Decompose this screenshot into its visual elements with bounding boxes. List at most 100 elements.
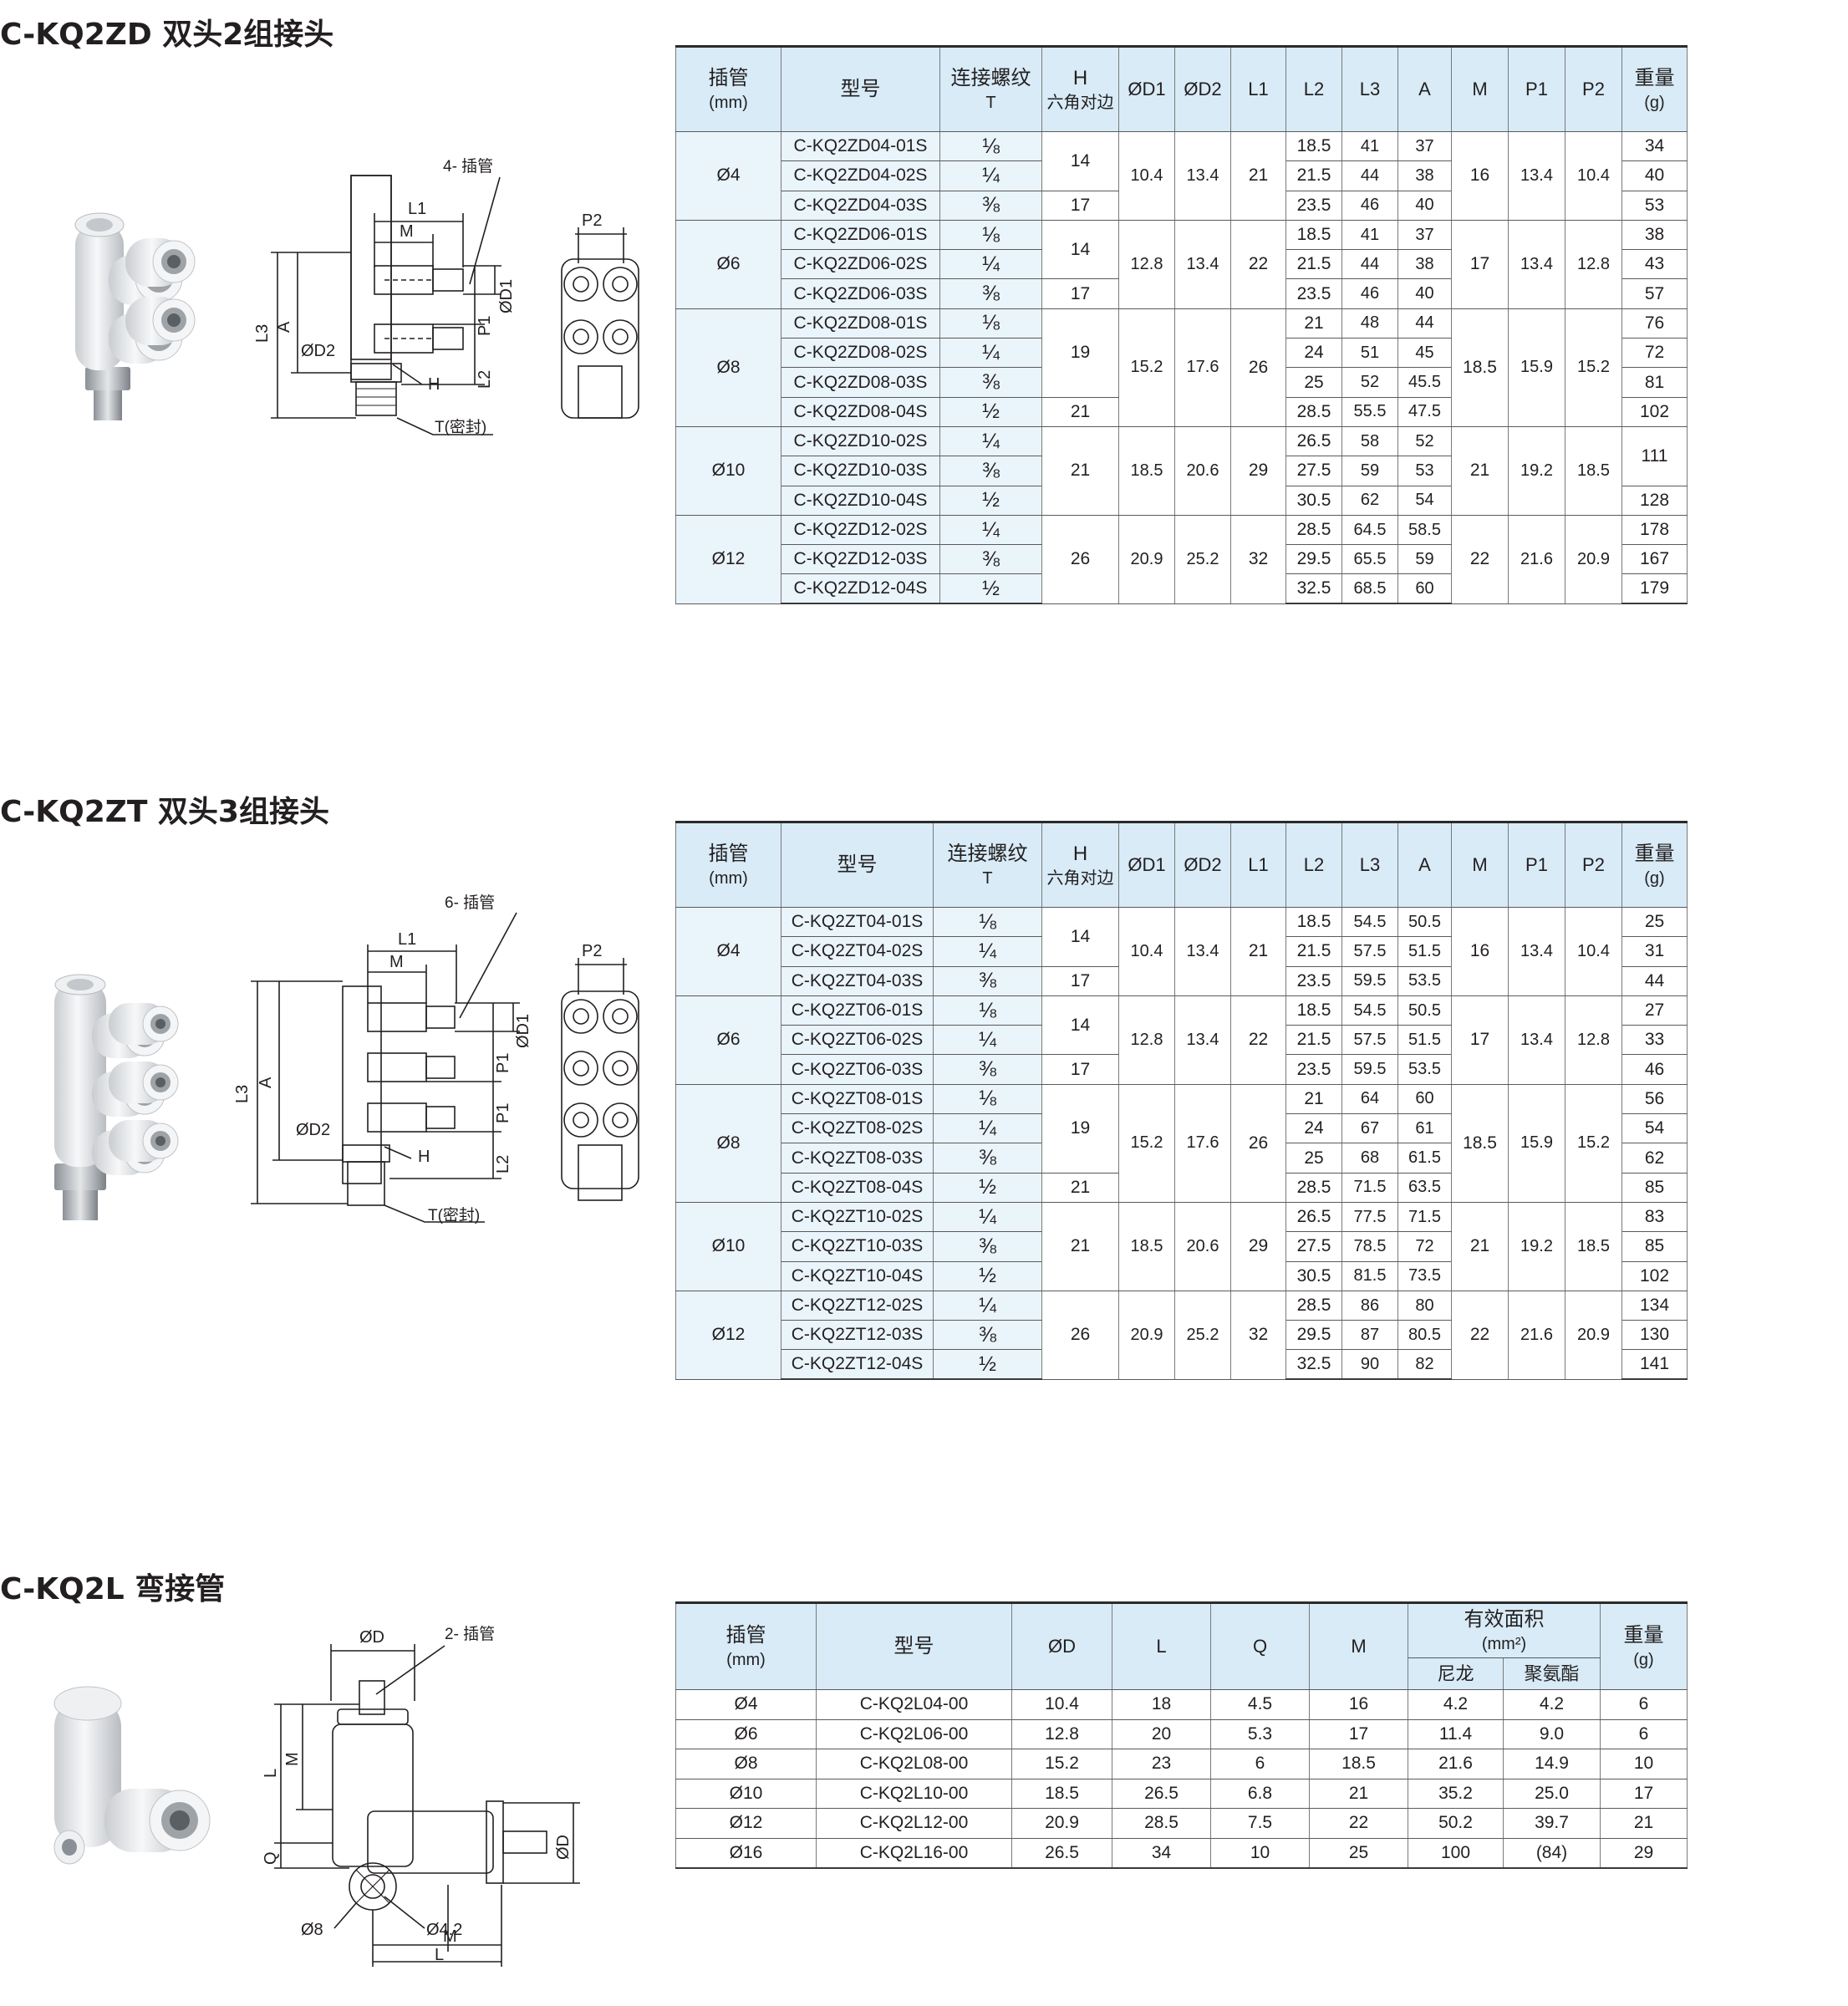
cell-p1: 13.4 (1508, 131, 1565, 221)
section-title-kq2l: C-KQ2L 弯接管 (0, 1572, 226, 1606)
cell-l2: 25 (1285, 1143, 1342, 1174)
cell-d1: 12.8 (1118, 995, 1175, 1085)
cell-nylon: 4.2 (1408, 1689, 1504, 1720)
cell-model: C-KQ2ZD10-03S (781, 456, 940, 486)
cell-tube: Ø6 (675, 219, 781, 309)
cell-l2: 21 (1285, 308, 1342, 339)
cell-l3: 81.5 (1341, 1260, 1398, 1291)
label-od2: ØD2 (296, 1121, 330, 1139)
dimension-drawing-kq2zt: L1 M 6- 插管 L3 A ØD1 P1 P1 L2 ØD2 H T(密封)… (234, 894, 639, 1224)
col-weight: 重量(g) (1600, 1601, 1688, 1690)
cell-tube: Ø10 (675, 1201, 781, 1291)
cell-h: 19 (1041, 1083, 1119, 1174)
cell-a: 40 (1397, 190, 1452, 221)
col-l1: L1 (1230, 45, 1286, 132)
cell-weight: 33 (1621, 1025, 1688, 1056)
cell-a: 80.5 (1397, 1320, 1452, 1351)
cell-h: 14 (1041, 219, 1119, 280)
section-title-kq2zt: C-KQ2ZT 双头3组接头 (0, 795, 329, 829)
cell-thread: ¼ (933, 1201, 1042, 1233)
cell-tube: Ø4 (675, 131, 781, 221)
cell-thread: ¼ (939, 249, 1042, 280)
cell-model: C-KQ2ZT04-01S (781, 906, 934, 938)
cell-a: 60 (1397, 1083, 1452, 1115)
cell-l2: 30.5 (1285, 1260, 1342, 1291)
cell-weight: 31 (1621, 936, 1688, 967)
cell-thread: ½ (939, 396, 1042, 427)
cell-l3: 52 (1341, 367, 1398, 398)
cell-a: 52 (1397, 425, 1452, 457)
col-od: ØD (1011, 1601, 1112, 1690)
col-p1: P1 (1508, 821, 1565, 908)
cell-d1: 15.2 (1118, 308, 1175, 427)
cell-w: 17 (1600, 1778, 1688, 1809)
label-a: A (257, 1077, 275, 1088)
cell-model: C-KQ2ZD08-04S (781, 396, 940, 427)
cell-l2: 21.5 (1285, 936, 1342, 967)
label-l2: L2 (494, 1155, 512, 1174)
spec-table-kq2l: 插管(mm) 型号 ØD L Q M 有效面积(mm²) 重量(g) 尼龙 聚氨… (675, 1601, 1688, 1869)
cell-p1: 13.4 (1508, 907, 1565, 996)
cell-model: C-KQ2ZT10-02S (781, 1201, 934, 1233)
cell-thread: ⅜ (939, 544, 1042, 575)
cell-p2: 18.5 (1565, 425, 1622, 516)
label-t: T(密封) (428, 1206, 480, 1224)
cell-m: 22 (1451, 1290, 1509, 1380)
cell-p1: 21.6 (1508, 1290, 1565, 1380)
col-a: A (1397, 821, 1452, 908)
cell-d2: 13.4 (1174, 219, 1231, 309)
cell-w: 6 (1600, 1689, 1688, 1720)
col-p2: P2 (1565, 45, 1622, 132)
cell-l3: 59 (1341, 456, 1398, 486)
label-hole-8: Ø8 (301, 1921, 323, 1939)
cell-od: 26.5 (1011, 1837, 1112, 1869)
label-od-top: ØD (359, 1628, 384, 1647)
cell-l3: 44 (1341, 249, 1398, 280)
cell-p2: 15.2 (1565, 1083, 1622, 1203)
cell-m: 16 (1451, 131, 1509, 221)
cell-l1: 21 (1230, 907, 1286, 996)
cell-l1: 32 (1230, 1290, 1286, 1380)
cell-d1: 18.5 (1118, 425, 1175, 516)
cell-model: C-KQ2ZD04-02S (781, 160, 940, 191)
cell-l3: 54.5 (1341, 906, 1398, 938)
cell-d1: 10.4 (1118, 907, 1175, 996)
cell-model: C-KQ2ZT04-03S (781, 965, 934, 996)
cell-d1: 20.9 (1118, 1290, 1175, 1380)
label-l3: L3 (253, 324, 272, 343)
section-title-kq2zd: C-KQ2ZD 双头2组接头 (0, 18, 334, 52)
cell-a: 61 (1397, 1113, 1452, 1144)
cell-od: 10.4 (1011, 1689, 1112, 1720)
cell-h: 17 (1041, 278, 1119, 309)
cell-a: 45 (1397, 338, 1452, 369)
cell-model: C-KQ2ZT06-02S (781, 1025, 934, 1056)
cell-p2: 20.9 (1565, 1290, 1622, 1380)
cell-a: 51.5 (1397, 1025, 1452, 1056)
label-q: Q (262, 1851, 280, 1865)
cell-a: 82 (1397, 1349, 1452, 1381)
cell-thread: ⅜ (933, 965, 1042, 996)
cell-model: C-KQ2L16-00 (816, 1837, 1012, 1869)
cell-thread: ⅛ (933, 995, 1042, 1026)
label-h: H (428, 375, 440, 394)
dimension-drawing-kq2zd: L1 M 4- 插管 L3 A ØD1 P1 L2 ØD2 H T(密封) P2 (253, 157, 639, 436)
cell-weight: 46 (1621, 1054, 1688, 1085)
cell-p1: 15.9 (1508, 308, 1565, 427)
col-model: 型号 (781, 45, 940, 132)
cell-tube: Ø16 (675, 1837, 817, 1869)
cell-l: 23 (1112, 1749, 1211, 1779)
cell-pu: 4.2 (1503, 1689, 1601, 1720)
cell-m: 18.5 (1451, 308, 1509, 427)
